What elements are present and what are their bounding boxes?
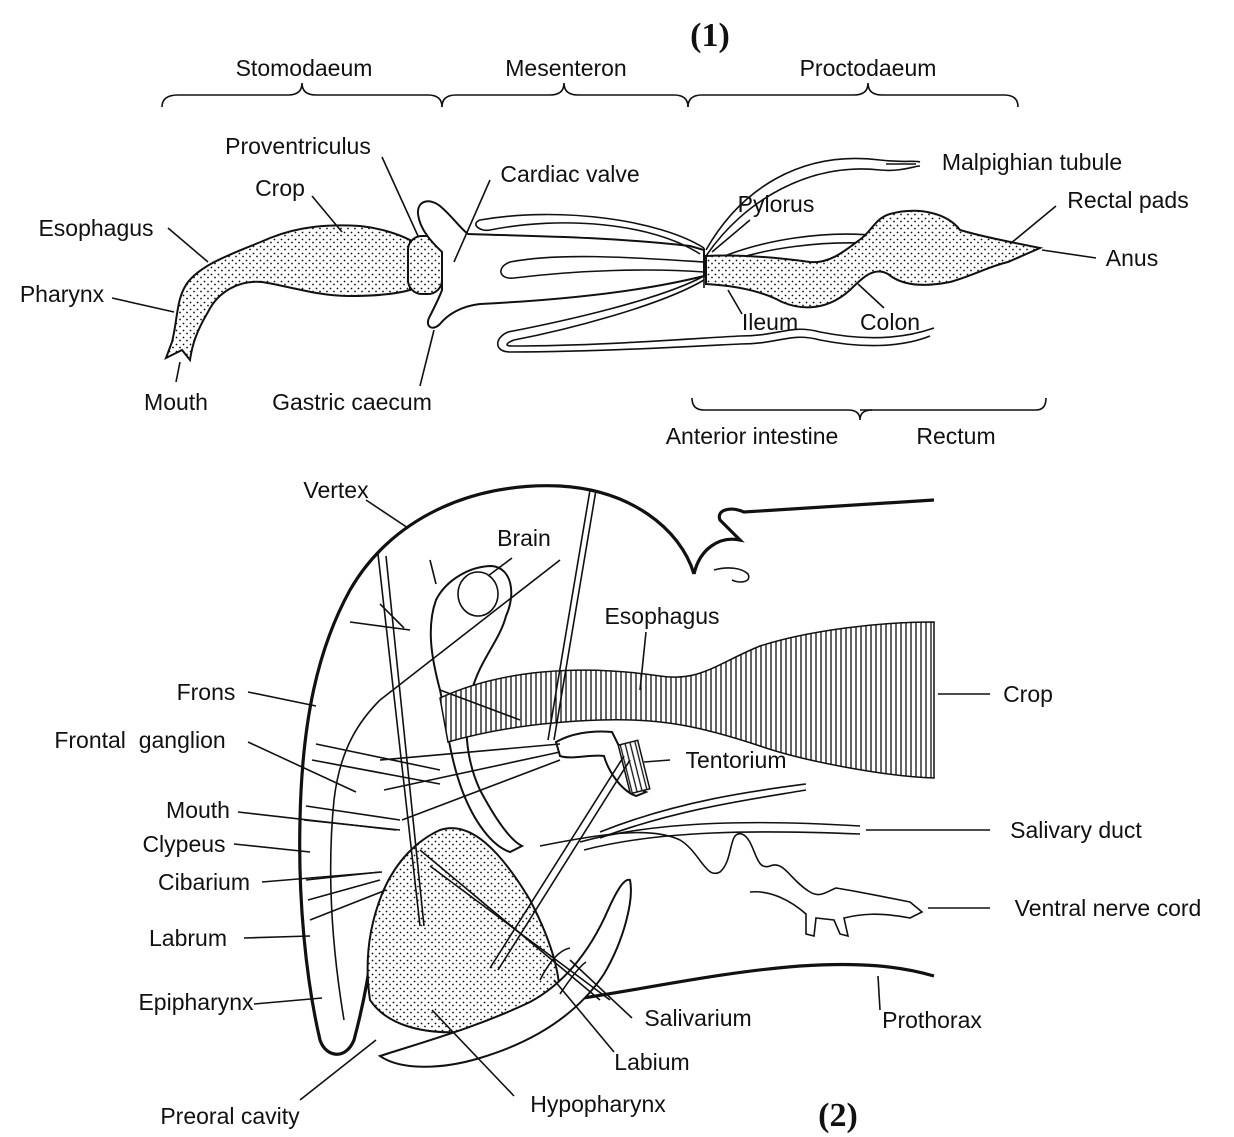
proventriculus-label: Proventriculus <box>225 133 371 159</box>
ventral-nerve-cord-label: Ventral nerve cord <box>1015 895 1202 921</box>
hindgut-shape <box>706 211 1040 307</box>
rectum-brace <box>860 398 1046 410</box>
preoral-cavity-label: Preoral cavity <box>160 1103 300 1129</box>
salivary-duct-label: Salivary duct <box>1010 817 1142 843</box>
crop-label: Crop <box>255 175 305 201</box>
anterior-intestine-label: Anterior intestine <box>666 423 839 449</box>
anterior-intestine-brace <box>692 398 872 420</box>
ventral-nerve-cord-shape <box>540 833 922 936</box>
malpighian-tubule-label: Malpighian tubule <box>942 149 1122 175</box>
crop-head-label: Crop <box>1003 681 1053 707</box>
prothorax-label: Prothorax <box>882 1007 982 1033</box>
epipharynx-label: Epipharynx <box>138 989 254 1015</box>
proctodaeum-brace <box>688 83 1018 107</box>
mesenteron-brace <box>442 83 688 107</box>
esophagus-label: Esophagus <box>38 215 153 241</box>
frontal-ganglion-label: Frontal ganglion <box>54 727 225 753</box>
gastric-caecum-label: Gastric caecum <box>272 389 432 415</box>
mouth-label: Mouth <box>144 389 208 415</box>
hypopharynx-label: Hypopharynx <box>530 1091 666 1117</box>
proctodaeum-label: Proctodaeum <box>800 55 937 81</box>
figure-2: (2) <box>54 477 1201 1134</box>
clypeus-label: Clypeus <box>142 831 225 857</box>
labrum-label: Labrum <box>149 925 227 951</box>
ileum-label: Ileum <box>742 309 798 335</box>
vertex-label: Vertex <box>303 477 369 503</box>
tentorium-label: Tentorium <box>686 747 787 773</box>
figure-1-number: (1) <box>690 17 730 54</box>
salivarium-label: Salivarium <box>644 1005 751 1031</box>
cardiac-valve-label: Cardiac valve <box>500 161 639 187</box>
colon-label: Colon <box>860 309 920 335</box>
mouth-head-label: Mouth <box>166 797 230 823</box>
midgut-shape <box>418 201 704 327</box>
foregut-shape <box>166 225 410 360</box>
labium-label: Labium <box>614 1049 689 1075</box>
figure-1: (1) Stomodaeum Mesenteron Proctodaeum <box>20 17 1189 449</box>
pylorus-label: Pylorus <box>738 191 815 217</box>
figure-2-number: (2) <box>818 1097 858 1134</box>
figure-2-leaders <box>234 500 990 1100</box>
esophagus-head-label: Esophagus <box>604 603 719 629</box>
brain-label: Brain <box>497 525 551 551</box>
salivary-duct-shape <box>580 823 860 850</box>
pharynx-label: Pharynx <box>20 281 105 307</box>
rectal-pads-label: Rectal pads <box>1067 187 1188 213</box>
neck-dorsal <box>694 500 934 574</box>
rectum-label: Rectum <box>916 423 995 449</box>
cibarium-label: Cibarium <box>158 869 250 895</box>
anus-label: Anus <box>1106 245 1158 271</box>
frons-label: Frons <box>177 679 236 705</box>
mesenteron-label: Mesenteron <box>505 55 626 81</box>
stomodaeum-brace <box>162 83 442 107</box>
stomodaeum-label: Stomodaeum <box>236 55 373 81</box>
cervical-sclerite <box>714 568 749 582</box>
